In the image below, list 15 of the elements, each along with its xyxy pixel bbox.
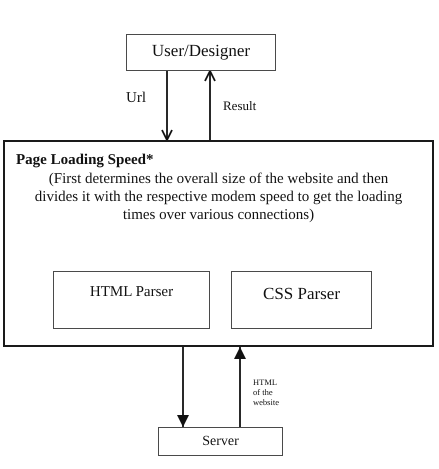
box-label: HTML Parser: [90, 283, 174, 301]
arrow: [161, 71, 173, 141]
process-box: [126, 34, 276, 71]
box-label: Server: [202, 434, 239, 451]
box-label: CSS Parser: [263, 284, 340, 304]
process-box: [158, 427, 283, 456]
arrow: [177, 347, 189, 427]
process-box: [231, 271, 372, 329]
arrow: [204, 70, 216, 140]
description: (First determines the overall size of the website and then divides it with the respective modem speed to get the loading times over various connections): [34, 170, 404, 224]
process-box: [53, 271, 210, 329]
arrow: [234, 347, 246, 427]
container-box: [3, 140, 434, 347]
heading: Page Loading Speed*: [15, 151, 154, 169]
box-label: User/Designer: [152, 41, 250, 62]
